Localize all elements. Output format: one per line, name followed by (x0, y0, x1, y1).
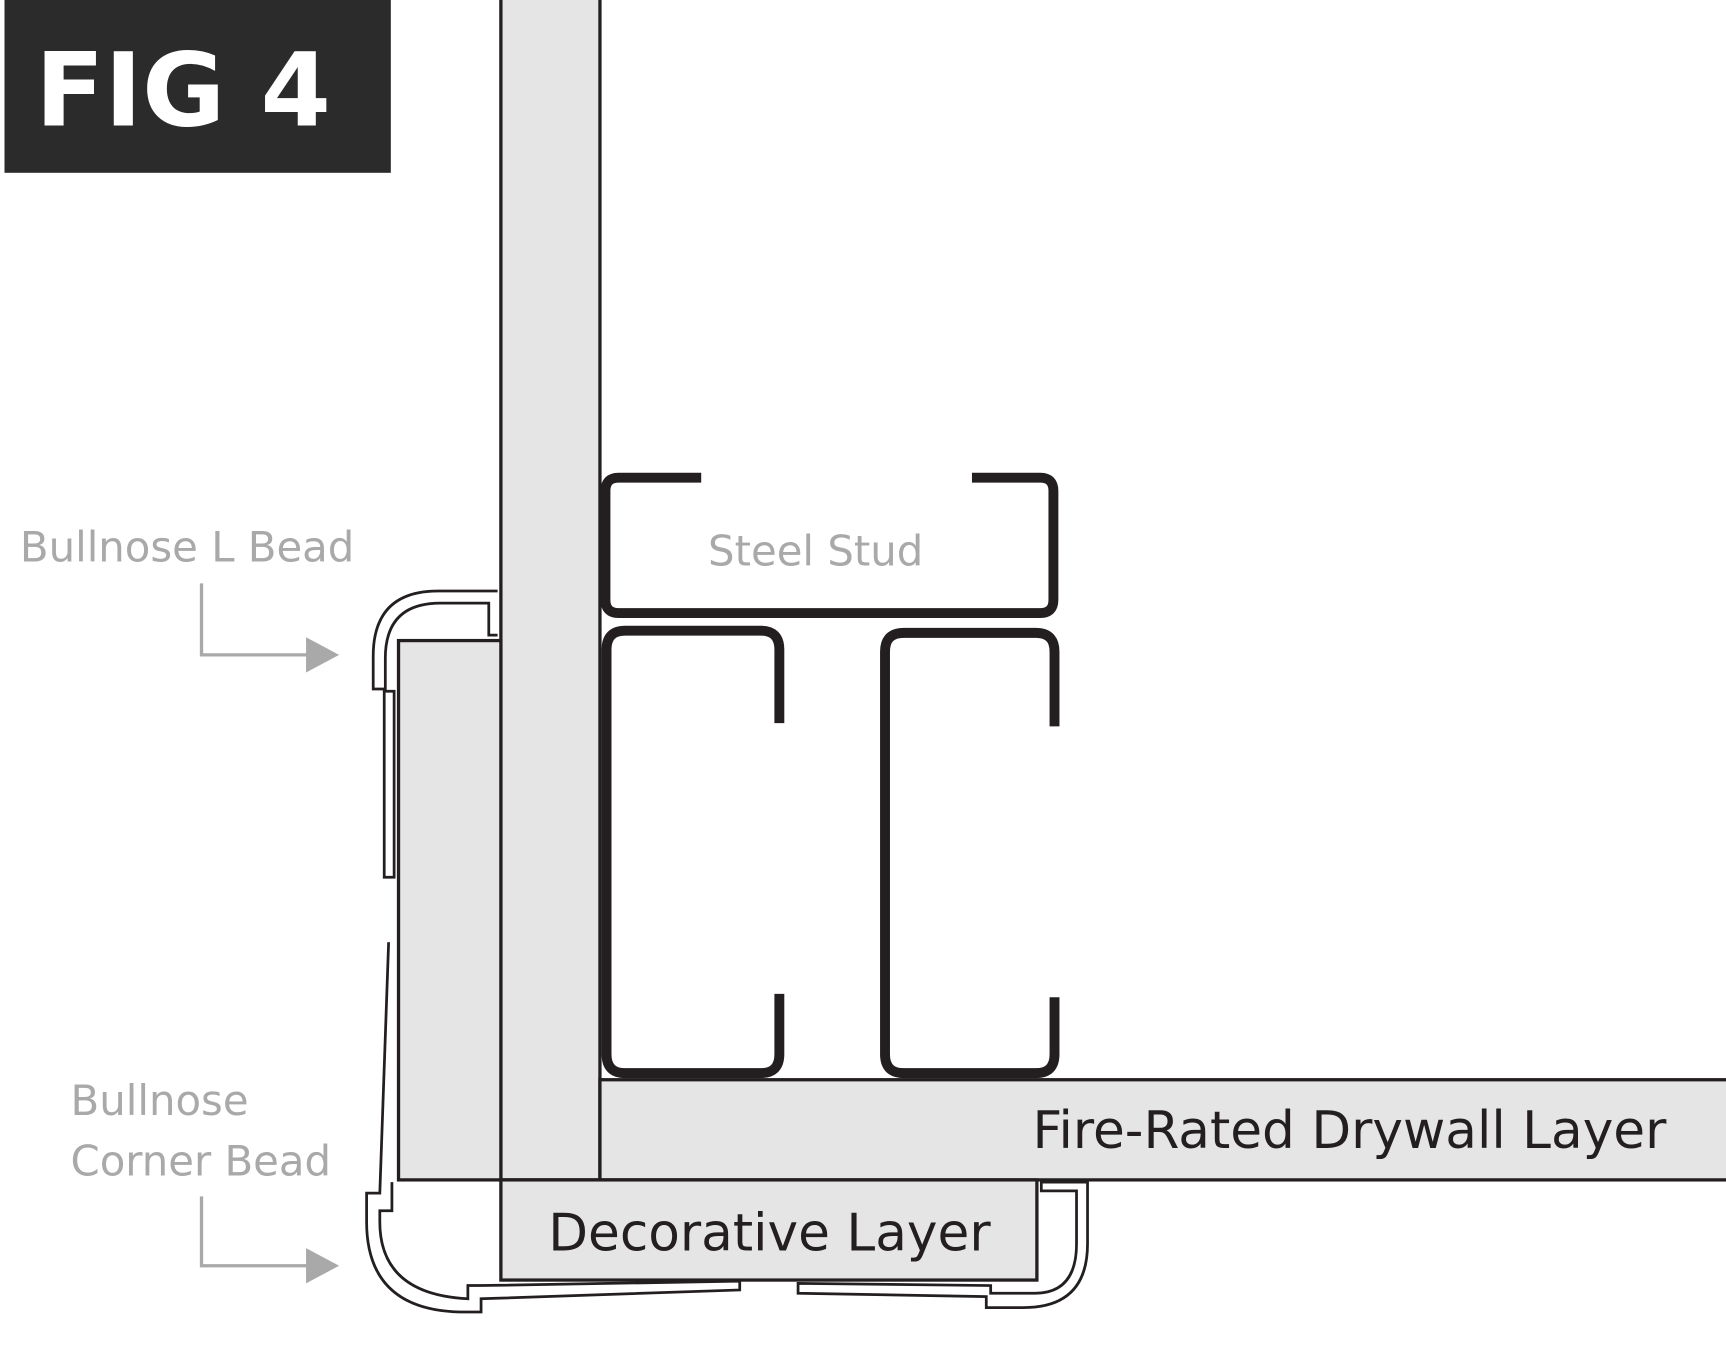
left-decorative-board (396, 638, 503, 1182)
steel-stud-right (880, 627, 1060, 1079)
decorative-layer-label: Decorative Layer (548, 1203, 991, 1263)
bullnose-l-bead-label: Bullnose L Bead (20, 522, 354, 571)
bullnose-corner-bead (365, 942, 1089, 1314)
corner-bead-arrow (199, 1196, 340, 1284)
bullnose-l-bead (371, 589, 498, 879)
figure-badge: FIG 4 (4, 0, 391, 173)
steel-stud-horizontal (600, 472, 1059, 619)
steel-stud-label: Steel Stud (708, 527, 923, 576)
l-bead-arrow (199, 583, 340, 673)
vertical-drywall-board (499, 0, 602, 1182)
steel-stud-left (601, 625, 785, 1079)
decorative-layer-board (499, 1178, 1039, 1282)
fire-rated-drywall-label: Fire-Rated Drywall Layer (1032, 1101, 1667, 1161)
figure-badge-box (4, 0, 391, 173)
bullnose-corner-bead-label-line1: Bullnose (71, 1076, 249, 1125)
bullnose-corner-bead-label-line2: Corner Bead (71, 1136, 332, 1185)
figure-label: FIG 4 (35, 31, 331, 149)
fire-rated-drywall-layer (598, 1078, 1726, 1182)
